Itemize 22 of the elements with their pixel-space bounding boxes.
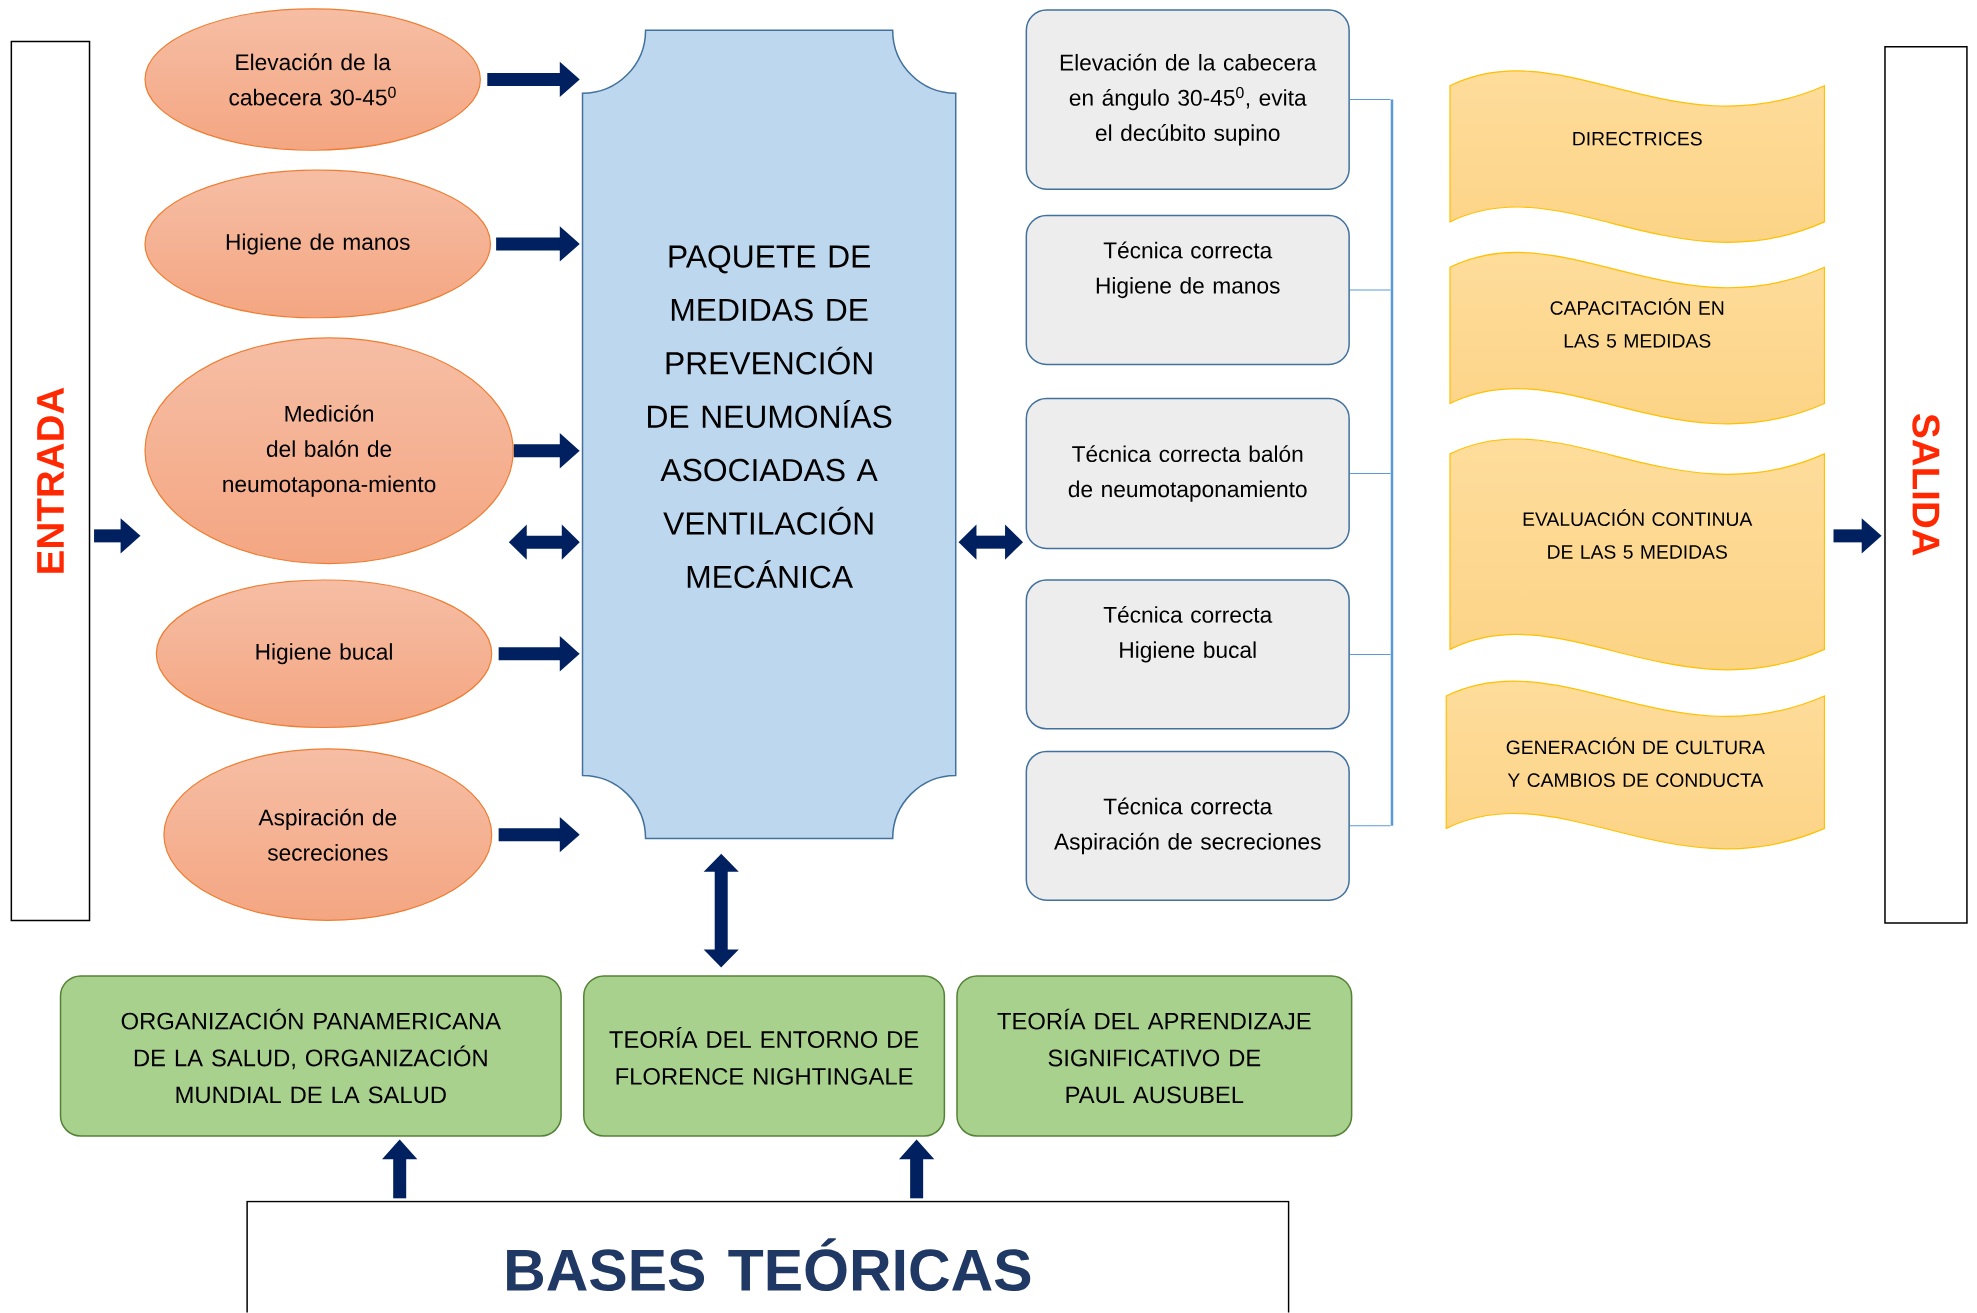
measure-box: Técnica correcta Higiene bucal	[1025, 579, 1350, 730]
theory-box: ORGANIZACIÓN PANAMERICANA DE LA SALUD, ORGANIZACIÓN MUNDIAL DE LA SALUD	[59, 975, 562, 1137]
side-panel: ENTRADA	[10, 41, 91, 922]
connector-line	[1349, 289, 1392, 291]
title-box: BASES TEÓRICAS	[246, 1201, 1290, 1313]
output-banner: EVALUACIÓN CONTINUA DE LAS 5 MEDIDAS	[1449, 438, 1826, 671]
bracket-line	[1390, 99, 1394, 827]
measure-box: Técnica correcta Higiene de manos	[1025, 215, 1350, 366]
output-banner: CAPACITACIÓN EN LAS 5 MEDIDAS	[1449, 252, 1826, 425]
measure-box: Elevación de la cabecera en ángulo 30-45$^{0}$, evita el decúbito supino	[1025, 9, 1350, 191]
measure-box: Técnica correcta balón de neumotaponamiento	[1025, 397, 1350, 550]
connector-line	[1349, 825, 1392, 827]
central-box: PAQUETE DE MEDIDAS DE PREVENCIÓN DE NEUMONÍAS ASOCIADAS A VENTILACIÓN MECÁNICA	[581, 29, 957, 840]
side-panel: SALIDA	[1884, 46, 1968, 924]
output-banner: GENERACIÓN DE CULTURA Y CAMBIOS DE CONDUCTA	[1445, 681, 1826, 850]
theory-box: TEORÍA DEL APRENDIZAJE SIGNIFICATIVO DE PAUL AUSUBEL	[956, 975, 1353, 1137]
connector-line	[1349, 654, 1392, 656]
connector-line	[1349, 473, 1392, 475]
measure-box: Técnica correcta Aspiración de secreciones	[1025, 750, 1350, 902]
connector-line	[1349, 99, 1392, 101]
theory-box: TEORÍA DEL ENTORNO DE FLORENCE NIGHTINGALE	[583, 975, 946, 1137]
output-banner: DIRECTRICES	[1449, 70, 1826, 244]
